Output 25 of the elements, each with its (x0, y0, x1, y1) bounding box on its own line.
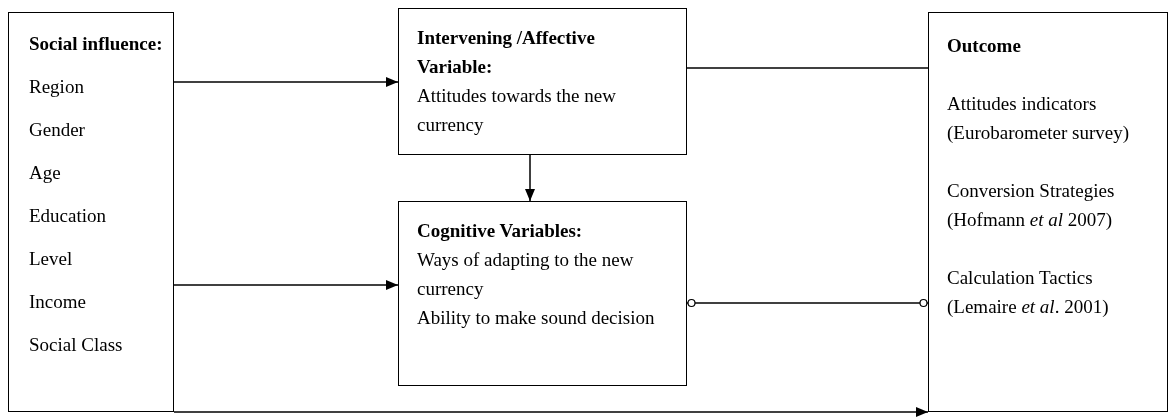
arrow (173, 407, 929, 417)
box-text: Age (29, 161, 62, 185)
arrow (525, 154, 535, 202)
variable-box (398, 201, 687, 386)
box-text: Attitudes indicators (Eurobarometer survey) (947, 92, 1130, 145)
box-text: Calculation Tactics (Lemaire et al. 2001) (947, 266, 1110, 319)
box-text: Ways of adapting to the new currency (417, 248, 635, 301)
box-text: Region (29, 75, 85, 99)
box-text: Income (29, 290, 87, 314)
box-text: Conversion Strategies (Hofmann et al 2007) (947, 179, 1116, 232)
variable-box (8, 12, 174, 412)
box-text: Attitudes towards the new currency (417, 84, 617, 137)
box-text: Education (29, 204, 108, 228)
box-text: Ability to make sound decision (417, 306, 656, 330)
box-heading: Outcome (947, 34, 1022, 58)
box-text: Social Class (29, 333, 124, 357)
box-text: Gender (29, 118, 86, 142)
box-heading: Cognitive Variables: (417, 219, 584, 243)
box-heading: Social influence: (29, 32, 164, 56)
variable-box (928, 12, 1168, 412)
box-text: Level (29, 247, 74, 271)
variable-box (398, 8, 687, 155)
arrow (173, 280, 399, 290)
box-heading: Intervening /Affective Variable: (417, 26, 596, 79)
arrow (173, 77, 399, 87)
